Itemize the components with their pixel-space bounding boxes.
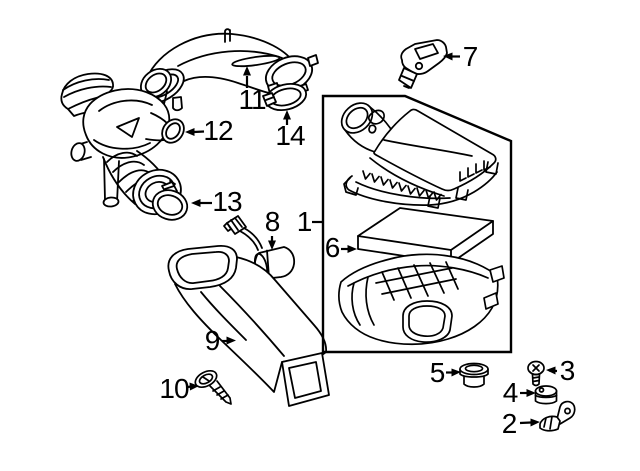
callout-label-5: 5: [429, 357, 446, 388]
air-cleaner-housing-drawing: [338, 253, 505, 346]
callout-label-7: 7: [462, 41, 479, 72]
air-cleaner-cover-drawing: [340, 102, 499, 209]
part-2-bracket-drawing: [539, 400, 576, 432]
part-3-screw-drawing: [527, 360, 545, 387]
part-14-clamp-drawing: [262, 82, 308, 112]
callout-label-4: 4: [502, 377, 519, 408]
part-7-maf-sensor-drawing: [398, 39, 448, 89]
callout-label-14: 14: [275, 120, 305, 151]
callout-label-11: 11: [238, 84, 266, 115]
part-13-clamp-drawing: [151, 180, 189, 221]
callout-label-2: 2: [501, 408, 518, 439]
part-10-screw-drawing: [194, 369, 232, 405]
callout-label-1: 1: [296, 206, 313, 237]
callout-label-6: 6: [324, 232, 341, 263]
part-5-grommet-drawing: [459, 362, 489, 388]
callout-label-8: 8: [264, 206, 281, 237]
callout-leader-arrows: [185, 52, 558, 427]
part-4-spacer-drawing: [534, 385, 558, 405]
callout-label-9: 9: [204, 325, 221, 356]
callout-label-12: 12: [203, 115, 233, 146]
assembly-box-outline: [321, 94, 513, 354]
callout-label-3: 3: [559, 355, 576, 386]
part-9-outlet-duct-drawing: [167, 245, 330, 407]
callout-label-13: 13: [212, 186, 242, 217]
callout-label-10: 10: [159, 373, 189, 404]
